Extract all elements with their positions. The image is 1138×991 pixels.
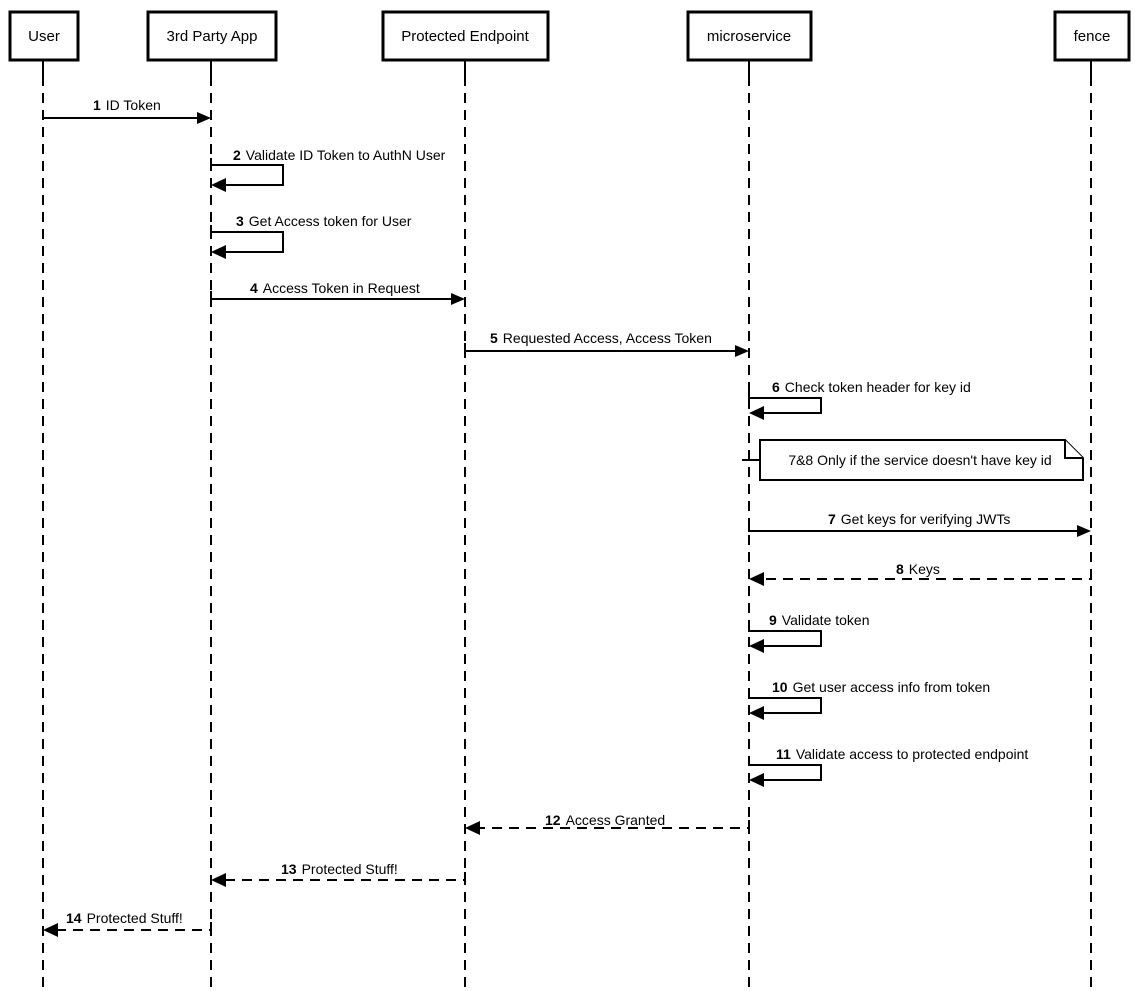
participant-label-microservice: microservice: [707, 28, 791, 45]
participant-label-fence: fence: [1074, 28, 1111, 45]
participant-label-user: User: [28, 28, 60, 45]
lifelines-layer: User 3rd Party App Protected Endpoint mi…: [8, 10, 1131, 988]
arrow-head-icon: [749, 572, 764, 586]
participant-protected-endpoint[interactable]: Protected Endpoint: [381, 10, 550, 62]
arrow-head-icon: [211, 245, 226, 259]
participant-microservice[interactable]: microservice: [686, 10, 813, 62]
note-key-id[interactable]: 7&8 Only if the service doesn't have key…: [742, 439, 1084, 481]
arrow-head-icon: [735, 345, 749, 357]
arrow-head-icon: [749, 706, 764, 720]
participant-fence[interactable]: fence: [1053, 10, 1131, 62]
note-fold-icon: [1064, 440, 1083, 459]
arrow-head-icon: [749, 773, 764, 787]
arrow-head-icon: [749, 639, 764, 653]
arrow-head-icon: [749, 406, 764, 420]
participant-third-party-app[interactable]: 3rd Party App: [146, 10, 278, 62]
arrow-head-icon: [197, 112, 211, 124]
participant-label-third-party-app: 3rd Party App: [167, 28, 258, 45]
arrow-head-icon: [43, 923, 58, 937]
note-text: 7&8 Only if the service doesn't have key…: [788, 452, 1051, 468]
arrow-head-icon: [465, 821, 480, 835]
arrow-head-icon: [211, 178, 226, 192]
arrow-head-icon: [1077, 525, 1091, 537]
note-body: [759, 439, 1084, 481]
arrow-head-icon: [211, 873, 226, 887]
participant-user[interactable]: User: [8, 10, 80, 62]
participant-label-protected-endpoint: Protected Endpoint: [401, 28, 529, 45]
arrow-head-icon: [451, 293, 465, 305]
